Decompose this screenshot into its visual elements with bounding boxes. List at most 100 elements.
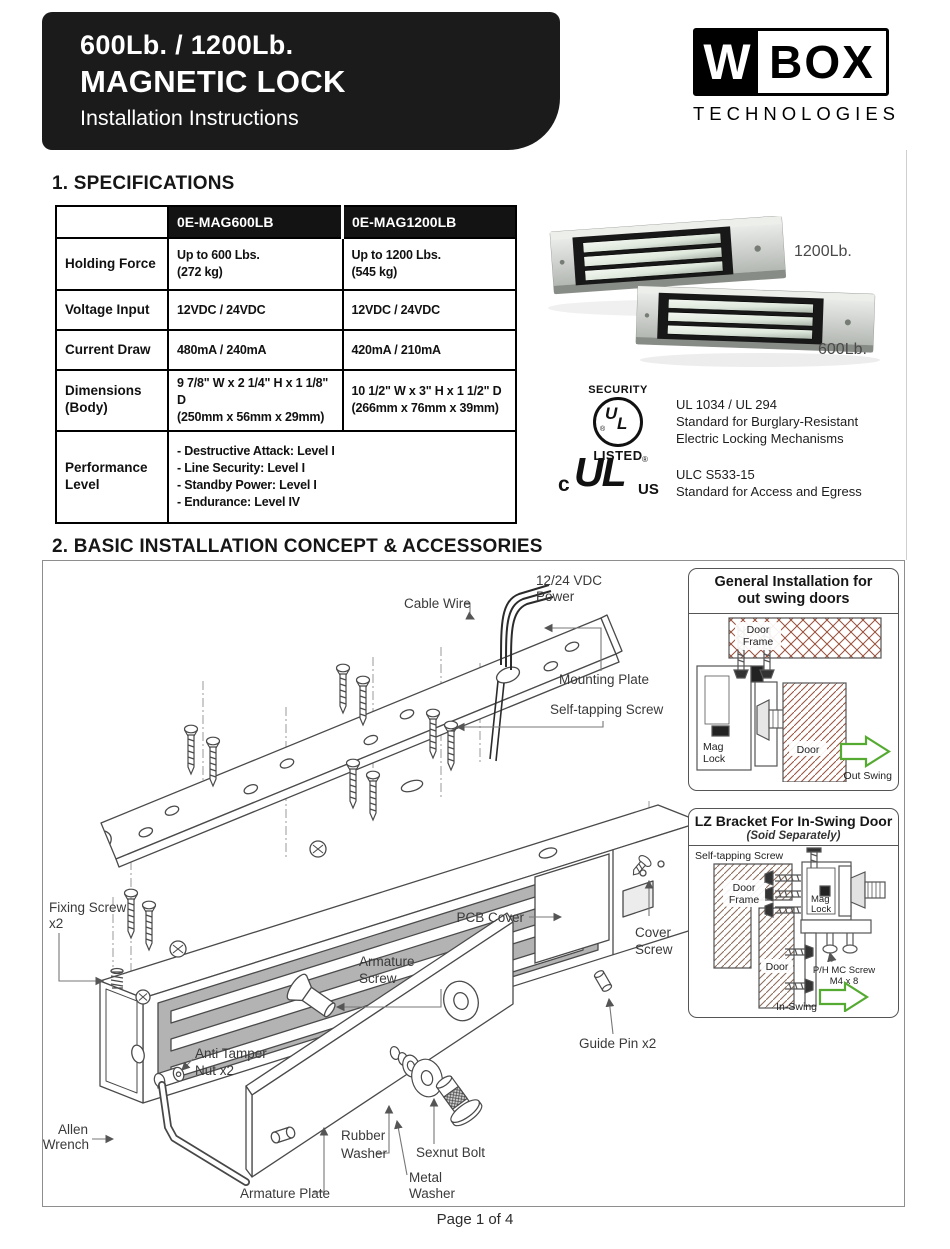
label-armature-screw: Screw: [359, 971, 397, 986]
table-row: Dimensions(Body) 9 7/8" W x 2 1/4" H x 1…: [55, 369, 517, 432]
outswing-panel-title: General Installation for out swing doors: [689, 569, 898, 614]
label-power: Power: [536, 589, 575, 604]
sexnut-bolt-drawing: [435, 1075, 483, 1127]
label-fixing-screw: x2: [49, 916, 63, 931]
phillips-screw-head: [135, 989, 151, 1005]
ul-standard-text: UL 1034 / UL 294 Standard for Burglary-R…: [676, 397, 859, 447]
header-product-title: MAGNETIC LOCK: [80, 64, 346, 99]
product-label-600: 600Lb.: [818, 341, 867, 358]
spec-header-row: 0E-MAG600LB 0E-MAG1200LB: [55, 205, 517, 239]
product-photos: 1200Lb. 600Lb.: [548, 216, 880, 367]
label-allen-wrench: Allen: [58, 1122, 88, 1137]
allen-wrench-drawing: [158, 1081, 250, 1186]
wbox-logo-mark: W BOX: [693, 28, 889, 96]
label-armature-screw: Armature: [359, 954, 415, 969]
inswing-diagram: Self-tapping Screw: [695, 847, 886, 1012]
ulc-standard-text: ULC S533-15 Standard for Access and Egre…: [676, 467, 862, 500]
panel-screw: [764, 901, 801, 918]
section-1-title: 1. SPECIFICATIONS: [52, 173, 235, 194]
outswing-arrow-label: Out Swing: [844, 770, 893, 782]
ul-circle-icon: U L ®: [593, 397, 643, 447]
inswing-panel-title: LZ Bracket For In-Swing Door (Soid Separ…: [689, 809, 898, 846]
in-swing-arrow-icon: [818, 980, 870, 1012]
maglock-600-photo: [635, 285, 876, 353]
spec-header-empty-cell: [55, 205, 169, 239]
ul-listed-logo: SECURITY U L ® LISTED: [588, 384, 648, 463]
page-edge-line: [906, 150, 907, 560]
wbox-logo-box: BOX: [769, 36, 875, 88]
exploded-diagram: 12/24 VDC Power Cable Wire Mounting Plat…: [43, 573, 702, 1201]
wbox-logo: W BOX TECHNOLOGIES: [693, 28, 900, 125]
inswing-self-tapping-label: Self-tapping Screw: [695, 850, 784, 862]
section-2-title: 2. BASIC INSTALLATION CONCEPT & ACCESSOR…: [52, 536, 543, 557]
spec-table: 0E-MAG600LB 0E-MAG1200LB Holding Force U…: [55, 205, 517, 524]
label-guide-pin: Guide Pin x2: [579, 1036, 656, 1051]
svg-text:Frame: Frame: [729, 894, 759, 906]
panel-screw: [764, 869, 801, 886]
label-fixing-screw: Fixing Screw: [49, 900, 127, 915]
panel-screw: [822, 932, 838, 954]
label-pcb-cover: PCB Cover: [456, 910, 524, 925]
row-label: Voltage Input: [65, 301, 150, 317]
panel-screw: [785, 943, 814, 960]
leader-lines: [58, 602, 654, 1193]
table-row: Current Draw 480mA / 240mA 420mA / 210mA: [55, 329, 517, 371]
wbox-logo-tagline: TECHNOLOGIES: [693, 103, 900, 124]
outswing-panel: General Installation for out swing doors: [688, 568, 899, 791]
cover-screw-drawing: [632, 855, 652, 876]
svg-text:Frame: Frame: [743, 636, 773, 648]
maglock-1200-photo: [549, 216, 787, 295]
label-allen-wrench: Wrench: [43, 1137, 89, 1152]
inswing-panel: LZ Bracket For In-Swing Door (Soid Separ…: [688, 808, 899, 1018]
cable-wire-drawing: [489, 584, 554, 762]
panel-screw: [785, 977, 814, 994]
inswing-door-label: Door: [766, 961, 789, 973]
table-row: Voltage Input 12VDC / 24VDC 12VDC / 24VD…: [55, 289, 517, 331]
outswing-diagram: Door Frame Mag Lock Door Out Swing: [696, 617, 893, 782]
armature-screw-drawing: [286, 973, 336, 1018]
label-rubber-washer: Washer: [341, 1146, 388, 1161]
outswing-door-frame-label: Door: [747, 624, 770, 636]
metal-washer-drawing: [411, 1058, 443, 1098]
pcb-cover-drawing: [534, 853, 610, 964]
inswing-mag-lock-label: Mag: [811, 894, 829, 905]
table-row: Holding Force Up to 600 Lbs.(272 kg) Up …: [55, 237, 517, 291]
label-sexnut-bolt: Sexnut Bolt: [416, 1145, 485, 1160]
out-swing-arrow-icon: [839, 734, 892, 768]
row-label: Holding Force: [65, 255, 156, 271]
phillips-screw-head: [169, 940, 187, 958]
outswing-mag-lock-label: Mag: [703, 741, 724, 753]
panel-screw: [842, 932, 858, 954]
product-label-1200: 1200Lb.: [794, 243, 852, 260]
inswing-arrow-label: In-Swing: [776, 1001, 817, 1012]
row-label: Current Draw: [65, 341, 151, 357]
label-mounting-plate: Mounting Plate: [559, 672, 649, 687]
page-number: Page 1 of 4: [436, 1211, 514, 1228]
label-cover-screw: Screw: [635, 942, 673, 957]
label-rubber-washer: Rubber: [341, 1128, 386, 1143]
label-metal-washer: Washer: [409, 1186, 456, 1201]
armature-plate-drawing: [245, 912, 514, 1178]
label-metal-washer: Metal: [409, 1170, 442, 1185]
sexnut-washers-drawing: [389, 1046, 483, 1127]
svg-text:Lock: Lock: [811, 904, 831, 915]
spec-header-model-1200: 0E-MAG1200LB: [341, 205, 517, 239]
phillips-screw-head: [309, 840, 327, 858]
header-banner: 600Lb. / 1200Lb. MAGNETIC LOCK Installat…: [42, 12, 560, 150]
inswing-ph-screw-label: P/H MC Screw: [813, 965, 875, 976]
product-shadow: [640, 353, 880, 367]
label-anti-tamper-nut: Anti Tamper: [195, 1046, 267, 1061]
label-cable-wire: Cable Wire: [404, 596, 471, 611]
label-anti-tamper-nut: Nut x2: [195, 1063, 234, 1078]
label-cover-screw: Cover: [635, 925, 672, 940]
inswing-door-frame-label: Door: [733, 882, 756, 894]
label-self-tapping-screw: Self-tapping Screw: [550, 702, 664, 717]
svg-text:Lock: Lock: [703, 753, 726, 765]
spec-header-model-600: 0E-MAG600LB: [167, 205, 344, 239]
header-subtitle: Installation Instructions: [80, 106, 299, 130]
fixing-screw-drawing: [110, 967, 124, 989]
outswing-door-label: Door: [797, 744, 820, 756]
label-power: 12/24 VDC: [536, 573, 602, 588]
